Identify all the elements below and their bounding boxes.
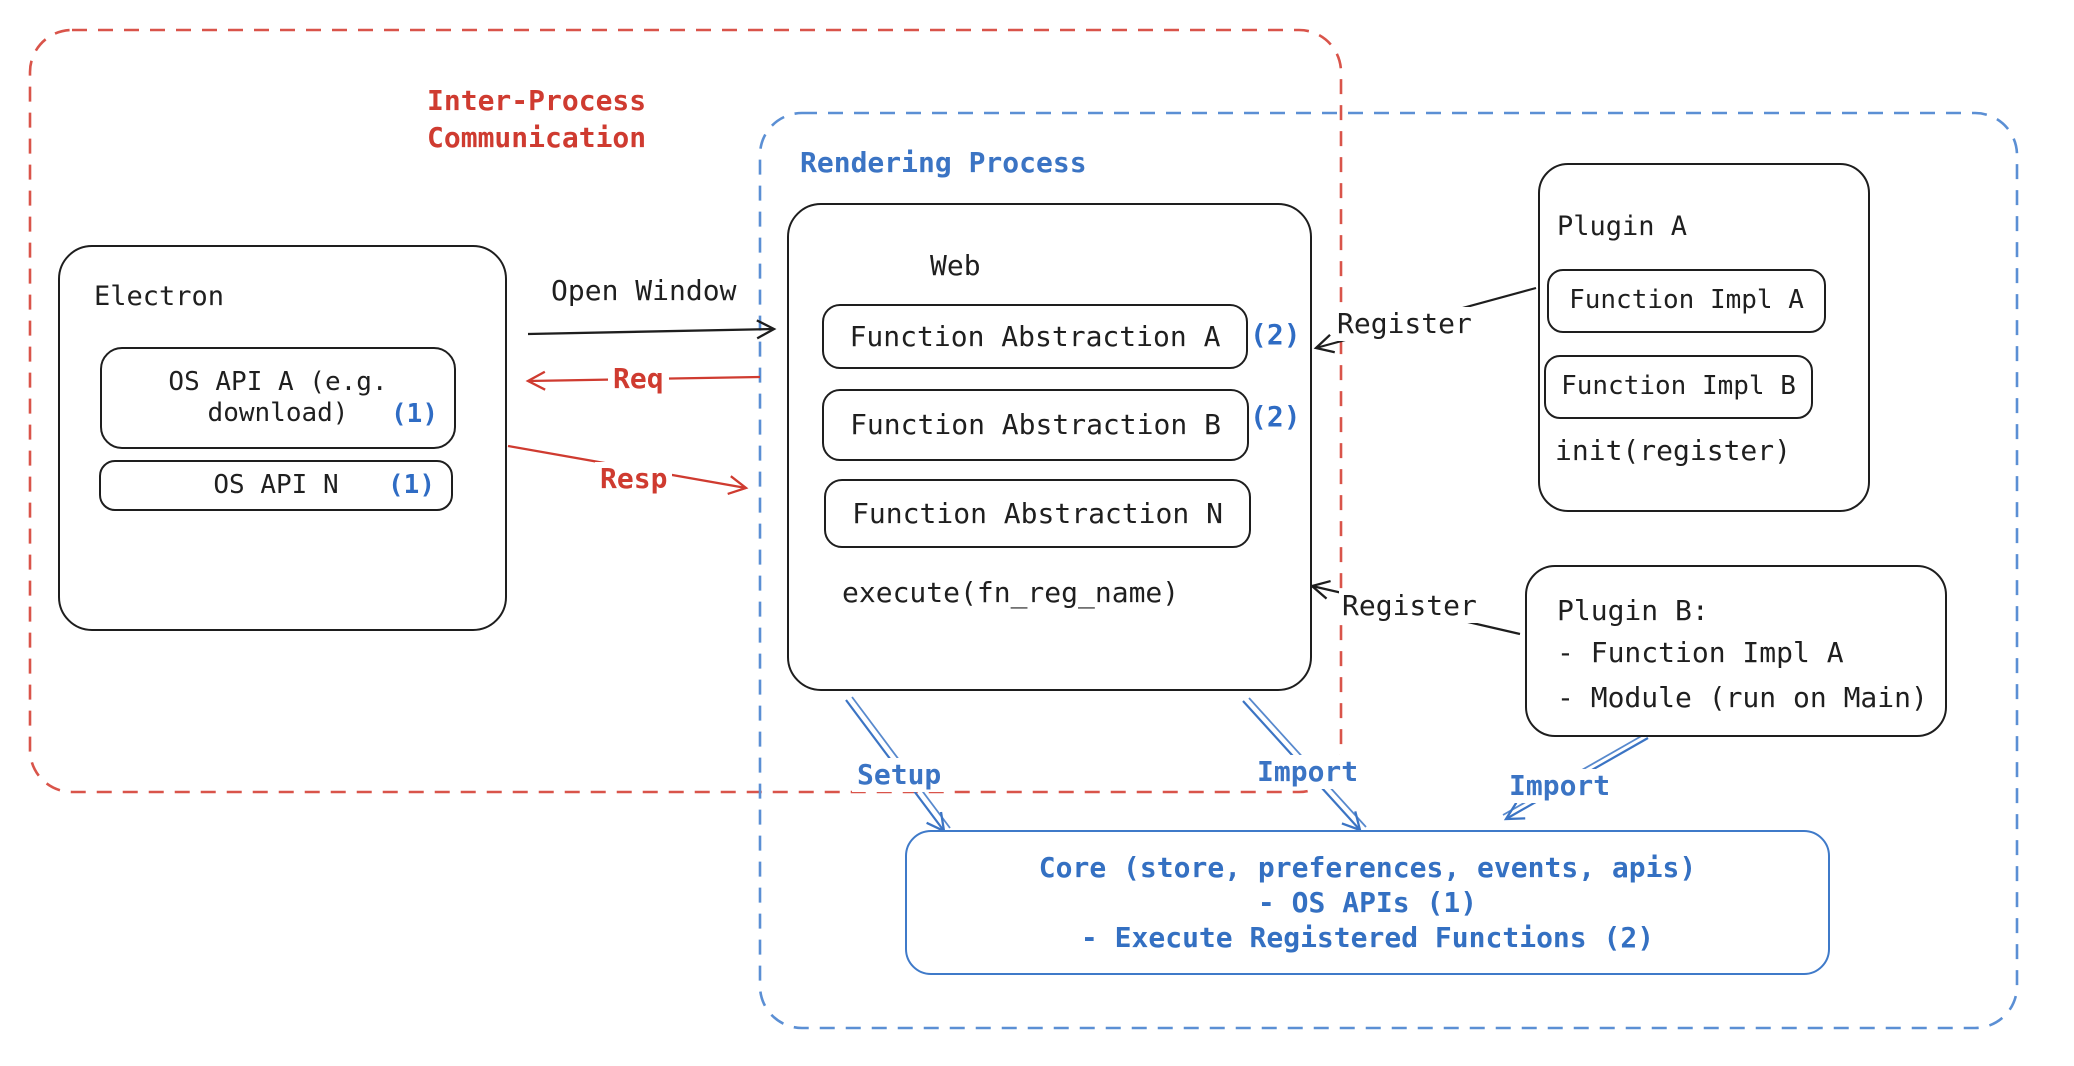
fn-abstraction-a-badge: (2) (1250, 318, 1301, 351)
fn-impl-b-chip: Function Impl B (1544, 355, 1813, 419)
ipc-title-line1: Inter-Process (427, 84, 647, 117)
core-line1: Core (store, preferences, events, apis) (1038, 851, 1697, 884)
fn-impl-a-label: Function Impl A (1569, 285, 1804, 316)
plugin-a-box: Plugin A Function Impl A Function Impl B… (1538, 163, 1870, 512)
electron-title: Electron (94, 281, 225, 312)
fn-abstraction-b-badge: (2) (1250, 400, 1301, 433)
register-top-label: Register (1334, 307, 1475, 341)
resp-label: Resp (595, 462, 673, 496)
plugin-b-box: Plugin B: - Function Impl A - Module (ru… (1525, 565, 1947, 737)
plugin-b-item-fn-impl-a: - Function Impl A (1557, 636, 1844, 669)
os-api-a-chip: OS API A (e.g. download) (1) (100, 347, 456, 449)
rendering-boundary (758, 111, 2019, 1030)
register-bottom-label: Register (1339, 589, 1480, 623)
os-api-n-label: OS API N (213, 469, 339, 500)
fn-abstraction-a-chip: Function Abstraction A (822, 304, 1248, 369)
core-line3: - Execute Registered Functions (2) (1080, 921, 1655, 954)
fn-abstraction-a-label: Function Abstraction A (849, 319, 1221, 353)
setup-label: Setup (852, 758, 947, 792)
os-api-a-line2: download) (207, 398, 349, 428)
ipc-title-line2: Communication (427, 121, 647, 154)
os-api-a-badge: (1) (391, 399, 438, 429)
web-box: Web Function Abstraction A (2) Function … (787, 203, 1312, 691)
os-api-n-chip: OS API N (1) (99, 460, 453, 511)
fn-abstraction-b-chip: Function Abstraction B (822, 389, 1249, 461)
plugin-a-title: Plugin A (1557, 211, 1688, 242)
core-line2: - OS APIs (1) (1257, 886, 1478, 919)
open-window-arrow (527, 319, 777, 340)
electron-box: Electron OS API A (e.g. download) (1) OS… (58, 245, 507, 631)
ipc-boundary (28, 28, 1343, 794)
fn-impl-b-label: Function Impl B (1561, 371, 1796, 402)
import-web-label: Import (1252, 755, 1364, 789)
fn-abstraction-b-label: Function Abstraction B (850, 408, 1221, 442)
web-title: Web (930, 249, 981, 282)
open-window-label: Open Window (551, 274, 737, 307)
os-api-a-line1: OS API A (e.g. (168, 366, 388, 397)
init-register-label: init(register) (1555, 434, 1792, 467)
req-label: Req (608, 362, 669, 396)
os-api-n-badge: (1) (388, 470, 435, 500)
core-box: Core (store, preferences, events, apis) … (905, 830, 1830, 975)
plugin-b-item-module: - Module (run on Main) (1557, 681, 1928, 714)
fn-impl-a-chip: Function Impl A (1547, 269, 1826, 333)
fn-abstraction-n-label: Function Abstraction N (852, 496, 1223, 530)
import-plugin-b-label: Import (1504, 769, 1616, 803)
fn-abstraction-n-chip: Function Abstraction N (824, 479, 1251, 548)
execute-label: execute(fn_reg_name) (842, 576, 1180, 609)
plugin-b-title: Plugin B: (1557, 594, 1709, 627)
rendering-region-title: Rendering Process (800, 146, 1087, 179)
